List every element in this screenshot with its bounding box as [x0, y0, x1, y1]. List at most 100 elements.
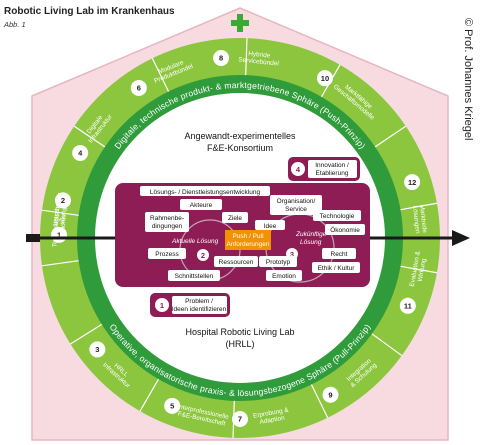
segment-number: 4	[78, 149, 83, 158]
schnittstellen-label: Schnittstellen	[175, 273, 214, 280]
zukuenftige-line1: Zukünftige	[295, 231, 327, 238]
segment-number: 12	[408, 178, 416, 187]
prototyp-label: Prototyp	[266, 259, 291, 266]
problem-label-line1: Problem /	[185, 298, 213, 305]
segment-number-badge	[130, 79, 147, 96]
segment-number-badge	[213, 49, 230, 66]
box-ethik: Ethik / Kultur	[312, 262, 360, 273]
segment-divider	[400, 202, 438, 211]
segment-number: 3	[95, 345, 99, 354]
box-ressourcen: Ressourcen	[214, 256, 258, 267]
box-rahmenbedingungen: Rahmenbe- dingungen	[145, 212, 189, 232]
box-idee: Idee	[255, 220, 285, 230]
segment-label: HybrideServicebündel	[238, 49, 280, 67]
segment-number: 6	[137, 84, 141, 93]
problem-label-line2: Ideen identifizieren	[172, 306, 227, 313]
akteure-label: Akteure	[190, 202, 213, 209]
segment-number: 1	[57, 231, 61, 240]
step-number-1: 1	[160, 301, 164, 310]
innovation-label-line2: Etablierung	[316, 170, 349, 177]
segment-number-badge	[399, 297, 416, 314]
box-schnittstellen: Schnittstellen	[168, 270, 220, 281]
rahmen-label-line1: Rahmenbe-	[150, 215, 184, 222]
push-pull-line1: Push / Pull	[232, 233, 264, 240]
segment-number: 5	[170, 402, 174, 411]
emotion-label: Emotion	[272, 273, 296, 280]
push-pull-line2: Anforderungen	[226, 241, 269, 248]
box-organisation: Organisation/ Service	[270, 195, 322, 215]
recht-label: Recht	[331, 251, 348, 258]
box-technologie: Technologie	[313, 210, 361, 221]
segment-divider	[41, 209, 79, 216]
box-ziele: Ziele	[222, 212, 248, 223]
header-title: Robotic Living Lab im Krankenhaus	[4, 6, 175, 17]
hrll-title-line2: (HRLL)	[225, 339, 254, 349]
box-oekonomie: Ökonomie	[325, 224, 365, 235]
segment-8: 8 HybrideServicebündel	[213, 49, 280, 68]
consortium-title-line1: Angewandt-experimentelles	[184, 131, 296, 141]
segment-number: 11	[404, 302, 412, 311]
segment-divider	[70, 323, 103, 345]
segment-number: 8	[219, 54, 223, 63]
ressourcen-label: Ressourcen	[219, 259, 254, 266]
oekonomie-label: Ökonomie	[330, 226, 360, 234]
segment-divider	[245, 38, 248, 76]
segment-number-badge	[72, 145, 89, 162]
consortium-title-line2: F&E-Konsortium	[207, 143, 273, 153]
box-prozess: Prozess	[148, 248, 186, 259]
hospital-cross-icon	[231, 14, 249, 32]
hrll-title-line1: Hospital Robotic Living Lab	[185, 327, 294, 337]
step-number-4: 4	[296, 165, 301, 174]
idee-label: Idee	[264, 223, 277, 230]
segment-label: TechnologischeOptionen	[51, 203, 68, 248]
segment-number: 7	[238, 415, 242, 424]
segment-divider	[310, 384, 329, 419]
step-2-marker: 2	[197, 249, 209, 261]
segment-divider	[400, 265, 438, 274]
box-emotion: Emotion	[266, 270, 302, 281]
segment-number: 9	[328, 390, 332, 399]
box-recht: Recht	[322, 248, 356, 259]
segment-divider	[41, 260, 79, 267]
prozess-label: Prozess	[155, 251, 179, 258]
innovation-box: 4 Innovation / Etablierung	[288, 157, 360, 181]
step-number-3: 3	[290, 250, 294, 259]
step-number-2: 2	[201, 251, 205, 260]
segment-divider	[73, 125, 106, 148]
technologie-label: Technologie	[320, 213, 355, 220]
header-subtitle: Abb. 1	[4, 20, 26, 29]
rahmen-label-line2: dingungen	[152, 223, 183, 230]
segment-number-badge	[404, 174, 421, 191]
ziele-label: Ziele	[228, 215, 242, 222]
segment-divider	[374, 125, 407, 148]
segment-divider	[151, 57, 170, 92]
box-prototyp: Prototyp	[259, 256, 297, 267]
segment-number-badge	[164, 397, 181, 414]
segment-number: 10	[321, 74, 329, 83]
segment-label: MarktreifeLösungen	[411, 204, 428, 234]
organisation-label-line2: Service	[285, 206, 307, 213]
innovation-label-line1: Innovation /	[315, 162, 349, 169]
segment-number-badge	[232, 411, 248, 427]
organisation-label-line1: Organisation/	[277, 198, 316, 205]
segment-divider	[139, 378, 160, 412]
segment-number-badge	[316, 70, 333, 87]
box-akteure: Akteure	[180, 199, 222, 210]
problem-box: 1 Problem / Ideen identifizieren	[150, 293, 230, 317]
zukuenftige-line2: Lösung	[300, 239, 322, 246]
ethik-label: Ethik / Kultur	[318, 265, 356, 272]
segment-dividers	[41, 38, 438, 438]
development-header-label: Lösungs- / Dienstleistungsentwicklung	[150, 189, 261, 196]
copyright: © Prof. Johannes Kriegel	[462, 18, 474, 141]
segment-divider	[371, 333, 403, 357]
segment-number-badge	[322, 386, 339, 403]
aktuelle-loesung-label: Aktuelle Lösung	[171, 238, 219, 245]
segment-number: 2	[61, 196, 65, 205]
segment-number-badge	[89, 341, 106, 358]
push-pull-box: Push / Pull Anforderungen	[225, 230, 271, 250]
segment-number-badge	[54, 192, 71, 209]
